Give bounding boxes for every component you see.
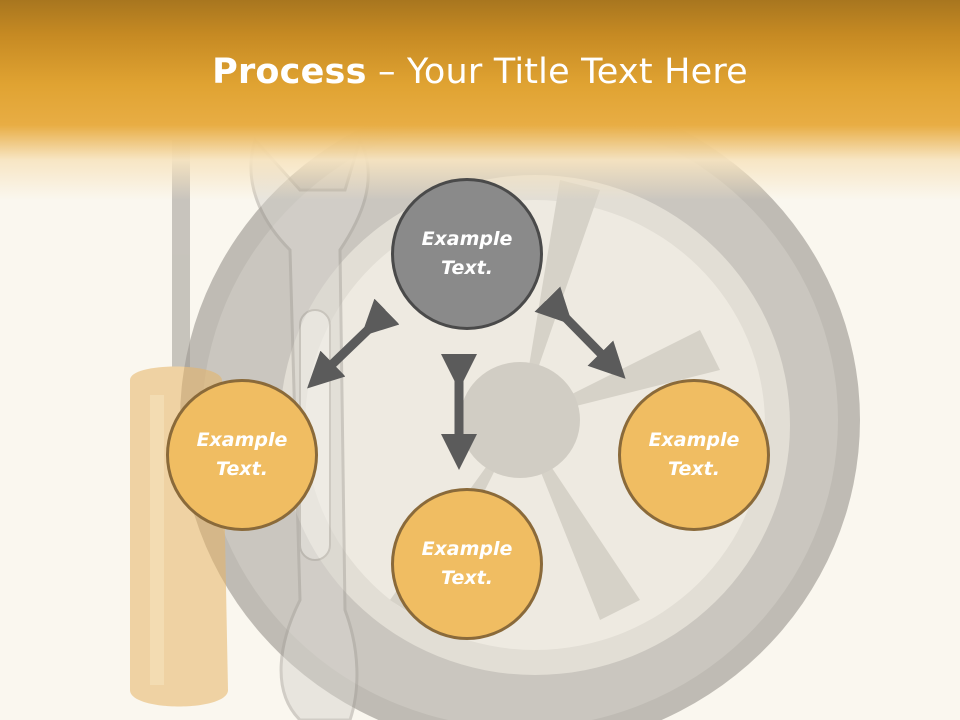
title-band: [0, 0, 960, 200]
arrow-top-right: [534, 286, 626, 379]
node-right-line2: Text.: [668, 458, 720, 480]
node-bottom-line1: Example: [421, 538, 513, 560]
title-bold-part: Process: [212, 52, 367, 92]
node-right[interactable]: Example Text.: [618, 379, 770, 531]
node-left-line1: Example: [196, 429, 288, 451]
title-rest-part: – Your Title Text Here: [366, 52, 748, 92]
node-left[interactable]: Example Text.: [166, 379, 318, 531]
node-top-line2: Text.: [441, 257, 493, 279]
node-top[interactable]: Example Text.: [391, 178, 543, 330]
node-top-line1: Example: [421, 228, 513, 250]
node-bottom[interactable]: Example Text.: [391, 488, 543, 640]
node-right-line1: Example: [648, 429, 740, 451]
node-bottom-line2: Text.: [441, 567, 493, 589]
slide-title: Process – Your Title Text Here: [0, 52, 960, 92]
node-left-line2: Text.: [216, 458, 268, 480]
arrow-top-left: [307, 298, 400, 389]
